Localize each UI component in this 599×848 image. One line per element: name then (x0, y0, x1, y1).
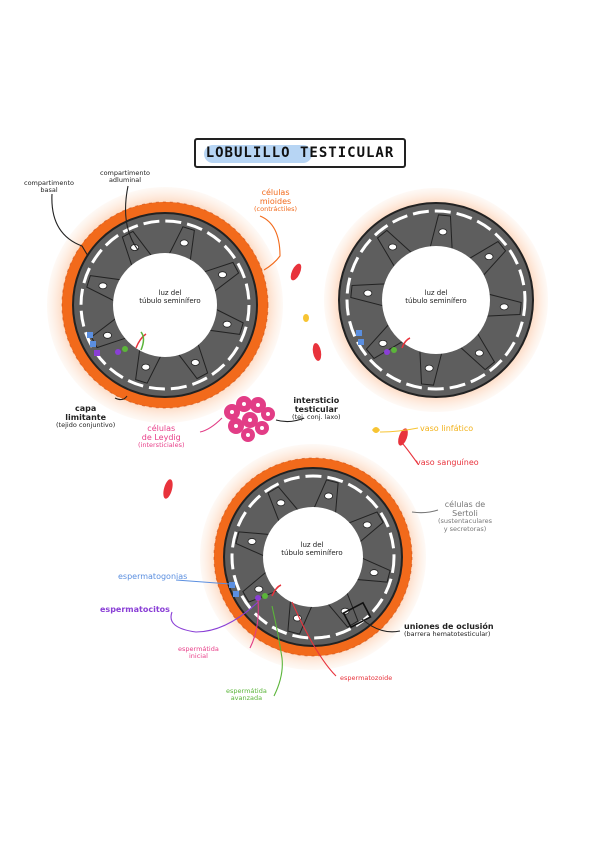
label-sertoli-cells: células de Sertoli (sustentaculares y se… (438, 500, 492, 533)
label-adluminal-compartment: compartimento adluminal (100, 169, 150, 185)
label-text: (tej. conj. laxo) (292, 413, 341, 422)
tubule-top-right (324, 188, 548, 412)
lumen-label-line1: luz del (300, 541, 324, 549)
blood-vessel-marks (163, 263, 408, 499)
lumen-label-line2: túbulo seminífero (281, 548, 343, 557)
label-blood-vessel: vaso sanguíneo (416, 458, 479, 467)
label-text: Sertoli (452, 509, 478, 519)
label-text: (tejido conjuntivo) (56, 421, 116, 430)
label-text: compartimento (24, 179, 74, 187)
label-text: uniones de oclusión (404, 622, 494, 631)
title-box: LOBULILLO TESTICULAR (194, 138, 406, 168)
blood-testis-barrier (345, 209, 527, 391)
lumen-label-line1: luz del (158, 289, 182, 297)
blood-testis-barrier (230, 474, 396, 640)
label-text: espermátida (226, 687, 267, 695)
lumen-label-top-right: luz del túbulo seminífero (401, 289, 471, 305)
label-text: capa (75, 404, 97, 413)
label-text: compartimento (100, 169, 150, 177)
label-text: limitante (65, 413, 107, 423)
label-leydig-cells: células de Leydig (intersticiales) (138, 424, 185, 450)
label-spermatogonia: espermatogonias (118, 572, 188, 581)
lumen-label-top-left: luz del túbulo seminífero (135, 289, 205, 305)
germ-cell-cluster (87, 331, 147, 356)
label-text: células (261, 188, 290, 197)
lumen-label-line2: túbulo seminífero (139, 296, 201, 305)
label-text: basal (40, 186, 58, 195)
label-text: de Leydig (141, 433, 181, 443)
label-testicular-interstitium: intersticio testicular (tej. conj. laxo) (292, 396, 341, 422)
page-title: LOBULILLO TESTICULAR (205, 145, 395, 161)
label-text: testicular (294, 405, 338, 415)
label-text: intersticio (293, 396, 340, 405)
germ-cell-cluster (356, 330, 411, 355)
label-text: avanzada (230, 694, 263, 703)
label-text: células de (444, 500, 486, 509)
tubule-lumen (382, 246, 490, 354)
label-text: espermátida (178, 645, 219, 653)
label-basal-compartment: compartimento basal (24, 179, 74, 195)
label-text: (sustentaculares (438, 517, 493, 526)
label-early-spermatid: espermátida inicial (178, 645, 219, 661)
label-text: y secretoras) (443, 524, 487, 533)
label-late-spermatid: espermátida avanzada (226, 687, 267, 703)
tubule-top-left (47, 187, 283, 423)
lymph-vessel-marks (303, 314, 380, 433)
label-text: (intersticiales) (138, 441, 185, 450)
leydig-cell-cluster (224, 396, 275, 442)
tubule-lumen (113, 253, 217, 357)
tubule-lumen (263, 507, 363, 607)
lumen-label-bottom: luz del túbulo seminífero (277, 541, 347, 557)
label-text: inicial (188, 652, 208, 661)
label-myoid-cells: células mioides (contráctiles) (254, 188, 297, 214)
lumen-label-line2: túbulo seminífero (405, 296, 467, 305)
label-text: adluminal (108, 176, 142, 185)
blood-testis-barrier (79, 219, 251, 391)
tubule-bottom (200, 444, 426, 670)
label-limiting-layer: capa limitante (tejido conjuntivo) (56, 404, 115, 430)
label-spermatocytes: espermatocitos (100, 605, 170, 614)
lumen-label-line1: luz del (424, 289, 448, 297)
tight-junction-box (342, 601, 372, 629)
leader-lines (51, 185, 439, 697)
germ-cell-cluster (229, 582, 282, 601)
label-text: (contráctiles) (254, 205, 298, 214)
label-lymph-vessel: vaso linfático (420, 424, 474, 433)
label-spermatozoon: espermatozoide (340, 674, 393, 682)
label-text: mioides (259, 197, 292, 207)
label-text: células (147, 424, 176, 433)
title-highlight (204, 145, 312, 163)
label-text: (barrera hematotesticular) (404, 630, 491, 639)
label-tight-junctions: uniones de oclusión (barrera hematotesti… (404, 622, 494, 639)
